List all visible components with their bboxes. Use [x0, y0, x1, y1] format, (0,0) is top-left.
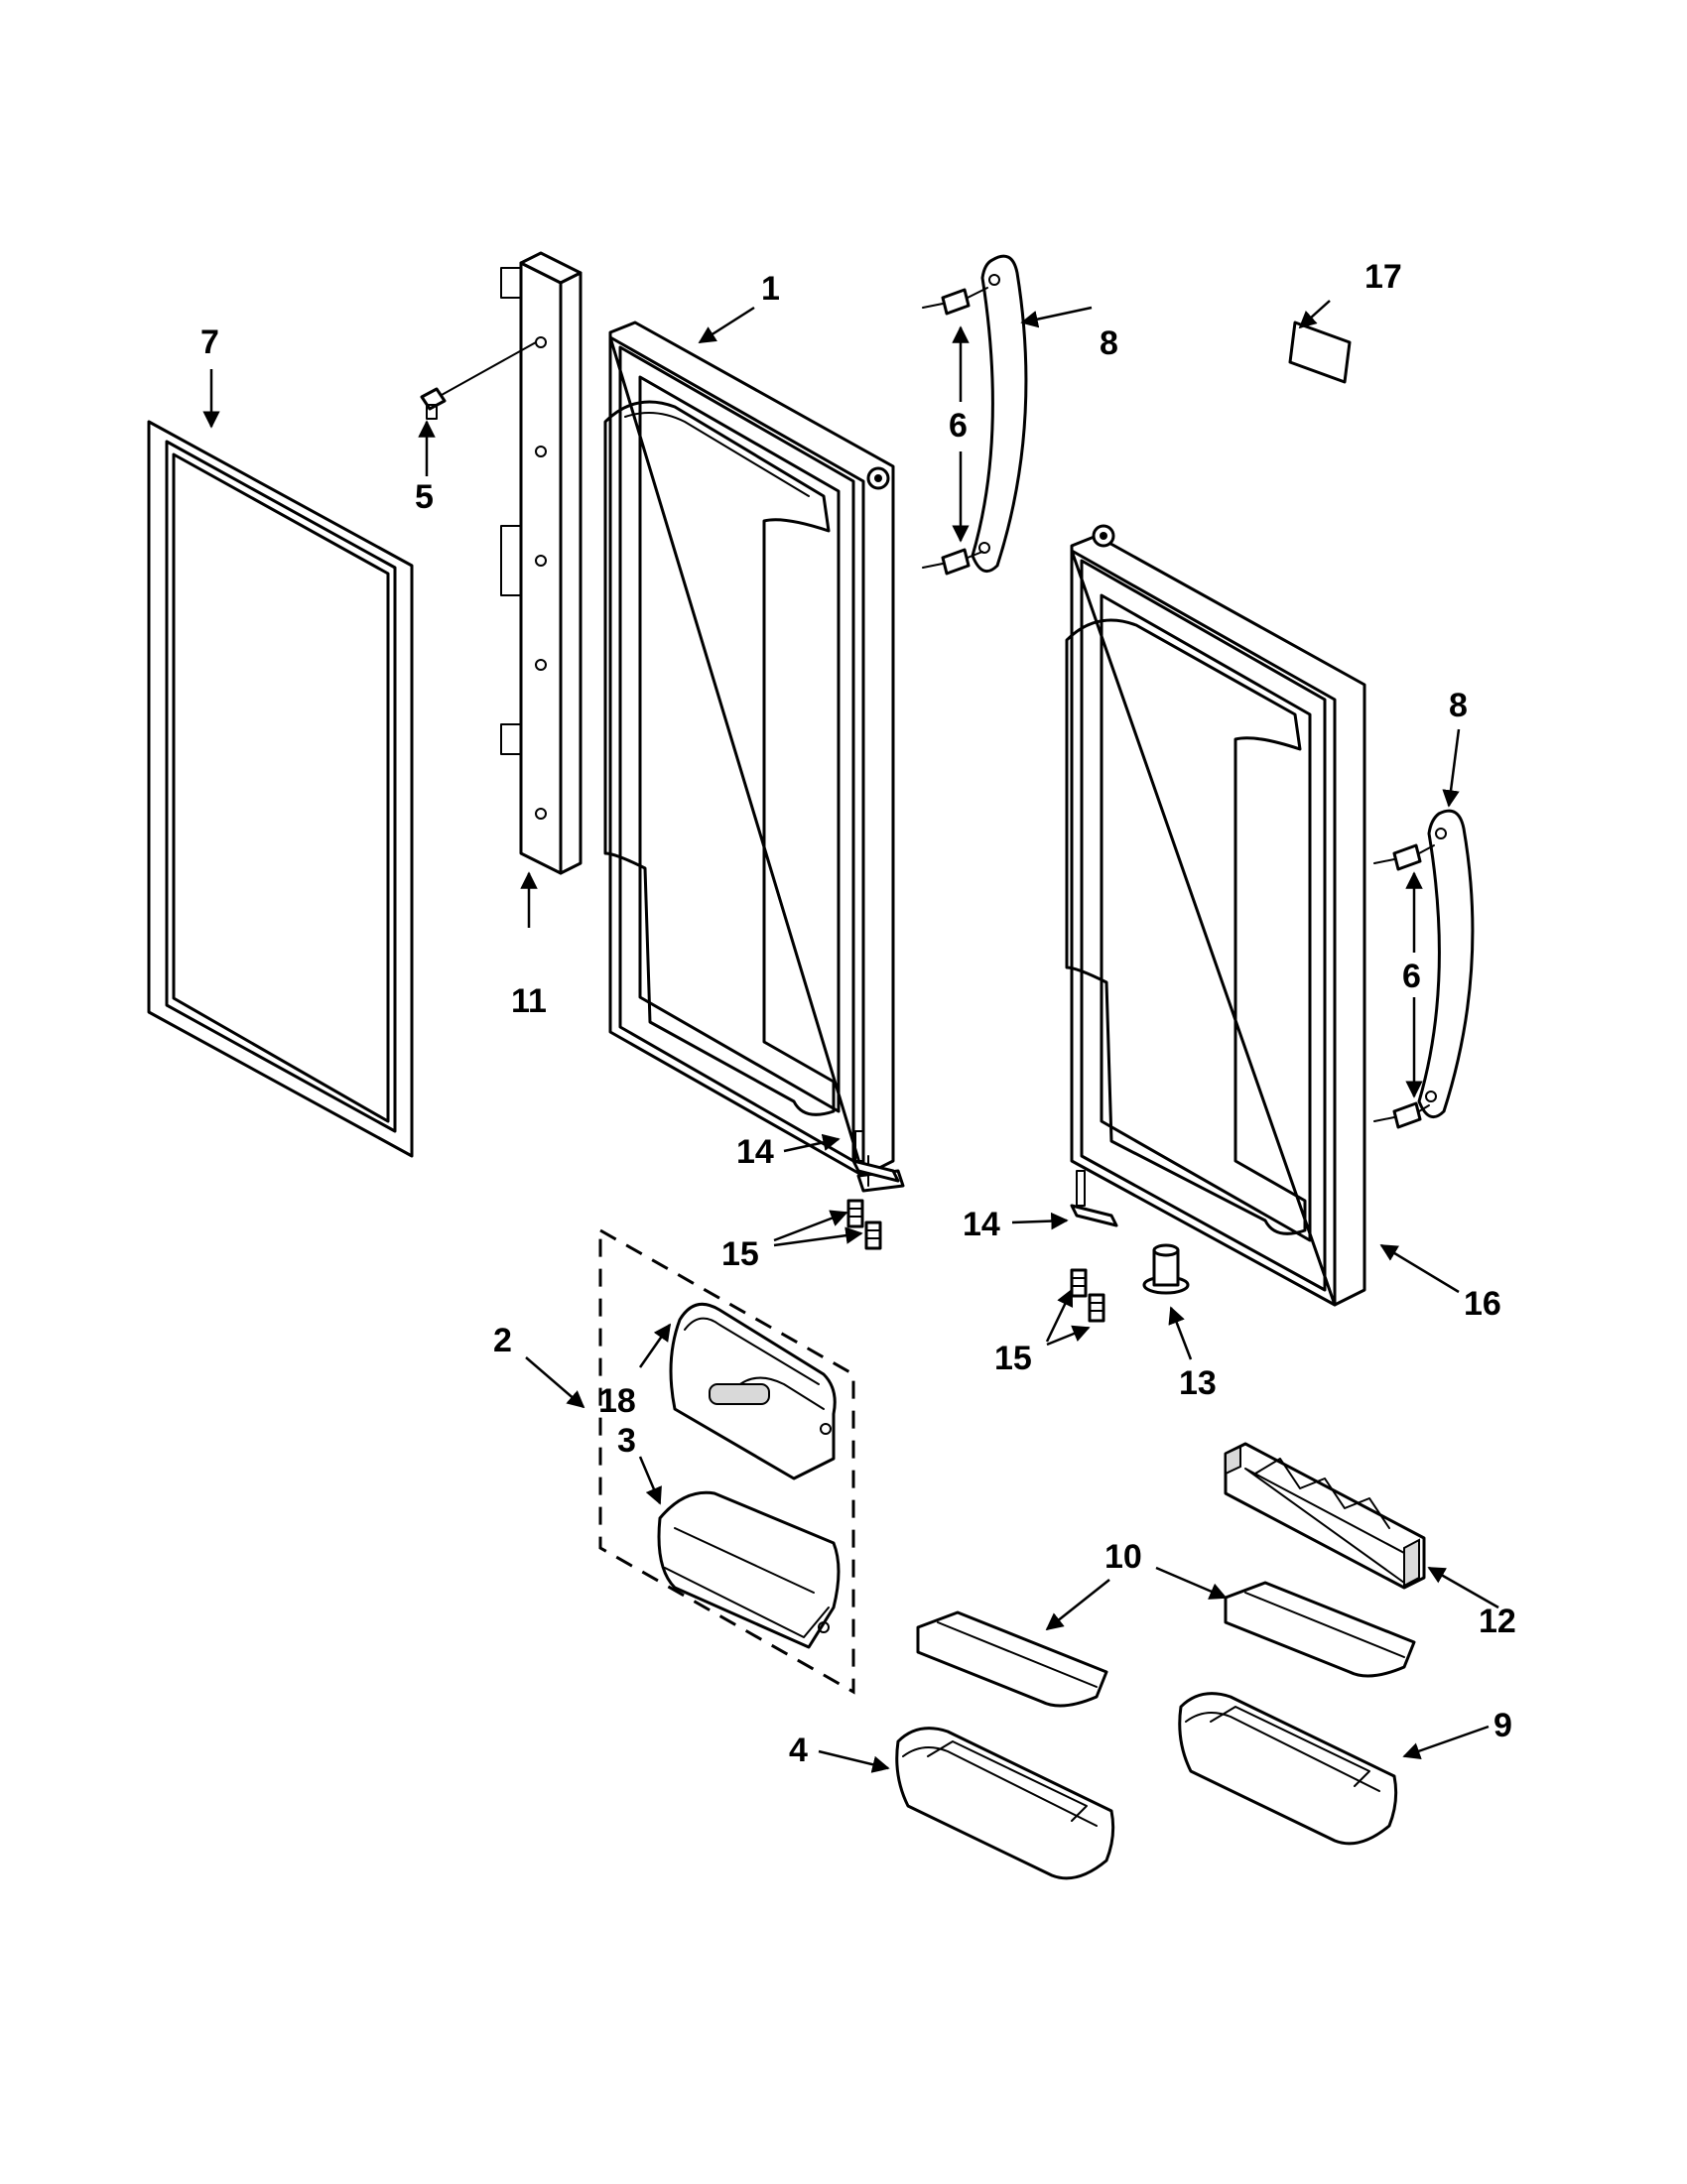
callout-7: 7 — [200, 323, 219, 361]
callout-8-right: 8 — [1449, 687, 1468, 724]
dairy-door-part — [669, 1302, 837, 1480]
left-door-handle-part — [971, 254, 1028, 574]
callout-2: 2 — [493, 1322, 512, 1359]
door-screws-right-part — [1070, 1268, 1105, 1323]
left-door-part — [603, 321, 905, 1193]
callout-11: 11 — [511, 982, 547, 1020]
dairy-assembly-box — [598, 1227, 855, 1695]
callout-14-left: 14 — [736, 1133, 774, 1171]
dairy-bin-part — [657, 1490, 841, 1649]
handle-screws-part — [922, 287, 988, 576]
callout-5: 5 — [415, 478, 434, 516]
callout-14-right: 14 — [963, 1206, 1000, 1243]
lower-hinge-right-part — [1070, 1170, 1118, 1227]
callout-3: 3 — [617, 1422, 636, 1460]
callout-6-right: 6 — [1402, 958, 1421, 995]
callout-9: 9 — [1493, 1707, 1512, 1744]
leader-lines — [202, 300, 1499, 1773]
egg-tray-part — [1224, 1442, 1426, 1590]
right-handle-screws-part — [1373, 843, 1435, 1129]
right-door-part — [1065, 524, 1366, 1307]
door-gasket-part — [147, 420, 414, 1158]
callout-17: 17 — [1364, 258, 1402, 296]
door-bin-tray-left-part — [916, 1610, 1108, 1708]
hinge-bushing-part — [1142, 1243, 1190, 1295]
door-screws-left-part — [846, 1199, 882, 1250]
callout-18: 18 — [598, 1382, 636, 1420]
callout-16: 16 — [1464, 1285, 1501, 1323]
callout-labels: 1 2 3 4 5 6 6 7 8 8 9 10 11 12 13 14 14 … — [200, 258, 1516, 1769]
door-bin-left-part — [895, 1727, 1115, 1880]
label-part — [1288, 321, 1352, 384]
door-bin-tray-right-part — [1224, 1581, 1416, 1678]
callout-12: 12 — [1479, 1603, 1516, 1640]
callout-15-left: 15 — [721, 1235, 759, 1273]
callout-10: 10 — [1104, 1538, 1142, 1576]
callout-15-right: 15 — [994, 1340, 1032, 1377]
hinge-strip-part — [500, 251, 583, 875]
callout-8-left: 8 — [1100, 324, 1118, 362]
hinge-screw-part — [420, 341, 537, 420]
callout-1: 1 — [761, 270, 780, 308]
callout-4: 4 — [789, 1732, 808, 1769]
callout-13: 13 — [1179, 1364, 1217, 1402]
right-door-handle-part — [1417, 809, 1475, 1119]
callout-6-left: 6 — [949, 407, 968, 445]
door-bin-right-part — [1178, 1692, 1398, 1846]
lower-hinge-left-part — [851, 1130, 900, 1183]
